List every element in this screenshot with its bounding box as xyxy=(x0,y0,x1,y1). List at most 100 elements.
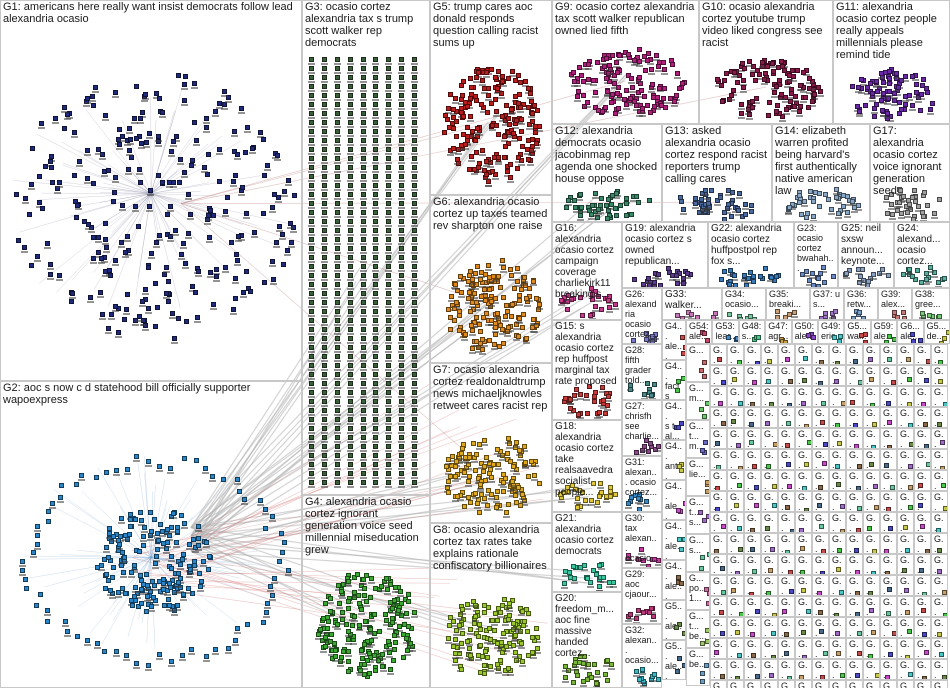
graph-node xyxy=(373,147,379,152)
graph-node xyxy=(360,201,366,206)
group-nodes xyxy=(813,366,828,385)
graph-node xyxy=(772,483,777,489)
graph-node xyxy=(309,435,314,440)
graph-node xyxy=(412,147,418,152)
graph-node xyxy=(608,99,614,105)
node-label-mark xyxy=(308,90,315,92)
node-label-mark xyxy=(333,477,341,479)
graph-node xyxy=(309,480,314,485)
group-nodes xyxy=(813,345,828,364)
graph-node xyxy=(405,599,411,605)
node-label-mark xyxy=(503,135,511,138)
graph-node xyxy=(450,120,456,126)
node-label-mark xyxy=(238,238,246,241)
graph-node xyxy=(232,275,238,281)
node-label-mark xyxy=(519,498,527,501)
node-label-mark xyxy=(398,243,406,245)
graph-node xyxy=(321,210,327,215)
node-label-mark xyxy=(362,604,370,607)
node-label-mark xyxy=(346,198,354,200)
group-nodes xyxy=(745,408,760,427)
graph-node xyxy=(613,301,619,307)
node-label-mark xyxy=(232,644,240,646)
graph-node xyxy=(491,274,497,280)
node-label-mark xyxy=(320,261,328,263)
node-label-mark xyxy=(359,72,367,74)
graph-node xyxy=(670,272,676,278)
node-label-mark xyxy=(500,271,508,274)
graph-node xyxy=(887,75,893,81)
node-label-mark xyxy=(359,351,367,353)
graph-node xyxy=(347,282,353,287)
graph-node xyxy=(494,109,500,115)
group-nodes xyxy=(864,450,879,469)
graph-node xyxy=(505,617,511,623)
group-nodes xyxy=(796,471,811,490)
graph-node xyxy=(321,237,327,242)
group-nodes xyxy=(915,408,930,427)
node-label-mark xyxy=(55,279,63,282)
graph-node xyxy=(450,644,456,650)
node-label-mark xyxy=(308,135,315,137)
graph-node xyxy=(399,111,405,116)
graph-node xyxy=(373,372,379,377)
graph-node xyxy=(360,381,366,386)
graph-node xyxy=(786,421,792,427)
group-nodes xyxy=(762,366,777,385)
graph-node xyxy=(520,144,526,150)
graph-node xyxy=(820,420,826,426)
graph-node xyxy=(347,300,353,305)
graph-node xyxy=(347,174,353,179)
graph-node xyxy=(129,570,135,576)
node-label-mark xyxy=(512,473,520,476)
node-label-mark xyxy=(398,306,406,308)
node-label-mark xyxy=(319,624,327,626)
graph-node xyxy=(339,589,345,595)
node-label-mark xyxy=(486,642,494,645)
group-label: G2: aoc s now c d statehood bill officia… xyxy=(3,382,254,406)
graph-node xyxy=(360,309,366,314)
node-label-mark xyxy=(452,634,460,637)
node-label-mark xyxy=(57,500,65,503)
node-label-mark xyxy=(308,207,315,209)
node-label-mark xyxy=(346,81,354,83)
graph-node xyxy=(392,597,398,603)
graph-node xyxy=(386,444,392,449)
graph-node xyxy=(105,577,111,583)
node-label-mark xyxy=(346,144,354,146)
graph-node xyxy=(692,200,698,206)
micro-group-box: G.. xyxy=(897,428,914,449)
graph-node xyxy=(677,537,683,543)
graph-node xyxy=(128,524,134,530)
group-box-g4: G4: alexandria ocasio cortez ignorant ge… xyxy=(302,495,430,688)
graph-node xyxy=(106,325,112,331)
graph-node xyxy=(309,417,314,422)
node-label-mark xyxy=(320,378,328,380)
node-label-mark xyxy=(372,369,380,371)
node-label-mark xyxy=(644,281,652,284)
graph-node xyxy=(146,203,152,209)
graph-node xyxy=(501,134,507,140)
graph-node xyxy=(338,655,344,661)
graph-node xyxy=(356,593,362,599)
graph-node xyxy=(831,273,837,279)
node-label-mark xyxy=(61,111,69,114)
node-label-mark xyxy=(508,74,516,77)
graph-node xyxy=(389,606,395,612)
node-label-mark xyxy=(144,599,152,602)
group-label: G37: u s... xyxy=(813,289,841,309)
graph-node xyxy=(714,76,720,82)
graph-node xyxy=(347,219,353,224)
node-label-mark xyxy=(269,520,277,523)
graph-node xyxy=(139,298,145,304)
node-label-mark xyxy=(385,270,393,272)
graph-node xyxy=(360,354,366,359)
graph-node xyxy=(399,201,405,206)
node-label-mark xyxy=(108,596,116,599)
graph-node xyxy=(347,318,353,323)
node-label-mark xyxy=(391,603,399,606)
node-label-mark xyxy=(482,461,490,464)
node-label-mark xyxy=(385,477,393,479)
graph-node xyxy=(500,489,506,495)
node-label-mark xyxy=(160,592,168,595)
